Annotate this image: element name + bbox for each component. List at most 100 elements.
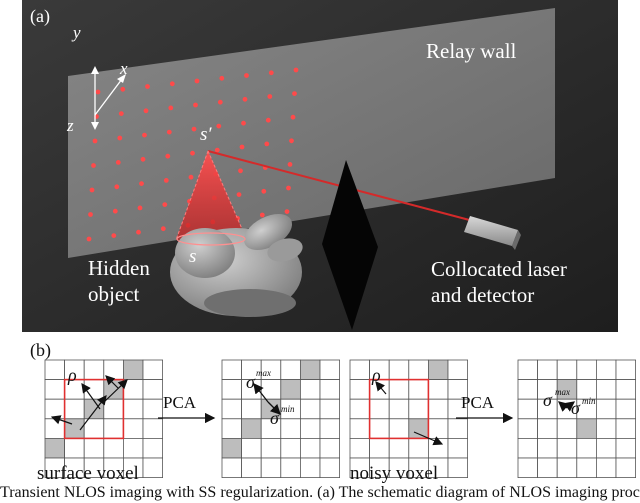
- laser-spot: [289, 138, 294, 144]
- surface-voxel-label: surface voxel: [37, 463, 139, 484]
- laser-spot: [117, 135, 123, 141]
- voxel-cell-filled: [103, 379, 124, 400]
- voxel-cell: [221, 457, 243, 479]
- laser-spot: [162, 202, 168, 208]
- laser-spot: [238, 168, 243, 174]
- voxel-cell: [221, 418, 243, 439]
- voxel-cell: [299, 457, 321, 479]
- voxel-cell: [123, 418, 144, 439]
- laser-spot: [142, 132, 147, 138]
- laser-spot: [293, 67, 299, 73]
- pca-arrow-2-label: PCA: [461, 393, 495, 412]
- voxel-cell: [427, 379, 449, 400]
- voxel-cell: [408, 359, 429, 381]
- voxel-cell: [537, 359, 558, 381]
- figure-caption: Transient NLOS imaging with SS regulariz…: [0, 484, 640, 501]
- laser-spot: [118, 111, 124, 116]
- voxel-cell: [280, 359, 301, 381]
- voxel-cell-filled: [299, 359, 321, 381]
- voxel-cell: [83, 379, 105, 400]
- voxel-cell-filled: [427, 359, 449, 381]
- cone-edge-left: [175, 150, 209, 241]
- voxel-cell: [142, 457, 164, 479]
- voxel-cell: [349, 418, 371, 439]
- panel-a-label: (a): [30, 6, 50, 27]
- voxel-cell: [615, 379, 637, 400]
- voxel-cell: [369, 438, 390, 459]
- voxel-cell-filled: [44, 438, 66, 459]
- voxel-cell: [537, 438, 558, 459]
- relay-wall: [68, 8, 555, 258]
- laser-spot: [136, 229, 141, 235]
- laser-spot: [163, 178, 169, 183]
- laser-spot: [214, 147, 220, 153]
- voxel-cell: [537, 457, 558, 479]
- svg-text:σ: σ: [270, 408, 280, 428]
- voxel-cell: [221, 398, 243, 420]
- voxel-cell: [517, 379, 539, 400]
- voxel-cell: [615, 438, 637, 459]
- hidden-object-label-1: Hidden: [88, 256, 150, 280]
- voxel-cell: [299, 438, 321, 459]
- laser-spot: [264, 141, 270, 147]
- sigma-max-grid2: σ max: [246, 368, 271, 392]
- voxel-cell: [388, 418, 410, 439]
- voxel-cell: [349, 379, 371, 400]
- voxel-cell: [260, 457, 282, 479]
- voxel-cell: [537, 418, 558, 439]
- laser-spot: [267, 94, 273, 99]
- laser-spot: [145, 84, 150, 89]
- rho-symbol-grid3: ρ: [371, 365, 381, 385]
- laser-spot: [268, 70, 274, 76]
- eigen-arrows-grid2: [253, 382, 281, 415]
- voxel-cell: [556, 359, 578, 381]
- pca-arrow-1-label: PCA: [163, 393, 197, 412]
- laser-spot: [292, 91, 297, 96]
- laser-spot: [91, 163, 96, 168]
- svg-text:min: min: [582, 396, 596, 406]
- voxel-cell: [241, 457, 262, 479]
- voxel-cell: [556, 438, 578, 459]
- voxel-cell: [369, 418, 390, 439]
- panel-b-voxel-diagram: (b) ρ PCA σ max σ min ρ PCA σ: [30, 340, 637, 484]
- voxel-cell: [142, 418, 164, 439]
- voxel-cell: [44, 398, 66, 420]
- voxel-cell: [260, 438, 282, 459]
- svg-text:σ: σ: [571, 398, 581, 418]
- laser-spot: [86, 236, 92, 242]
- voxel-cell: [615, 398, 637, 420]
- voxel-cell: [103, 438, 124, 459]
- axis-y-label: y: [71, 23, 81, 42]
- voxel-cell: [319, 359, 341, 381]
- voxel-cell: [103, 398, 124, 420]
- eigen-arrows-grid4: [558, 401, 576, 412]
- laser-spot: [244, 73, 249, 78]
- light-cone: [176, 151, 246, 240]
- voxel-cell: [615, 359, 637, 381]
- voxel-cell: [44, 379, 66, 400]
- neighborhood-window: [63, 378, 125, 440]
- voxel-cell: [280, 457, 301, 479]
- laser-spot: [88, 212, 93, 217]
- voxel-cell: [123, 398, 144, 420]
- laser-spot: [259, 212, 265, 218]
- voxel-cell: [576, 457, 597, 479]
- voxel-cell: [576, 438, 597, 459]
- voxel-cell: [83, 438, 105, 459]
- laser-spot: [120, 86, 126, 92]
- voxel-cell: [388, 398, 410, 420]
- laser-spot: [216, 123, 222, 129]
- laser-spot: [166, 129, 172, 135]
- laser-spot: [112, 208, 118, 214]
- voxel-cell: [241, 398, 262, 420]
- voxel-cell: [447, 418, 469, 439]
- noisy-voxel-pca-grid: [517, 359, 637, 479]
- voxel-cell: [123, 438, 144, 459]
- voxel-cell: [64, 438, 85, 459]
- voxel-cell: [556, 418, 578, 439]
- laser-spot: [194, 78, 200, 84]
- voxel-cell-filled: [123, 359, 144, 381]
- noisy-voxel-grid: [349, 359, 469, 479]
- panel-b-label: (b): [30, 340, 51, 361]
- laser-spot: [287, 162, 293, 167]
